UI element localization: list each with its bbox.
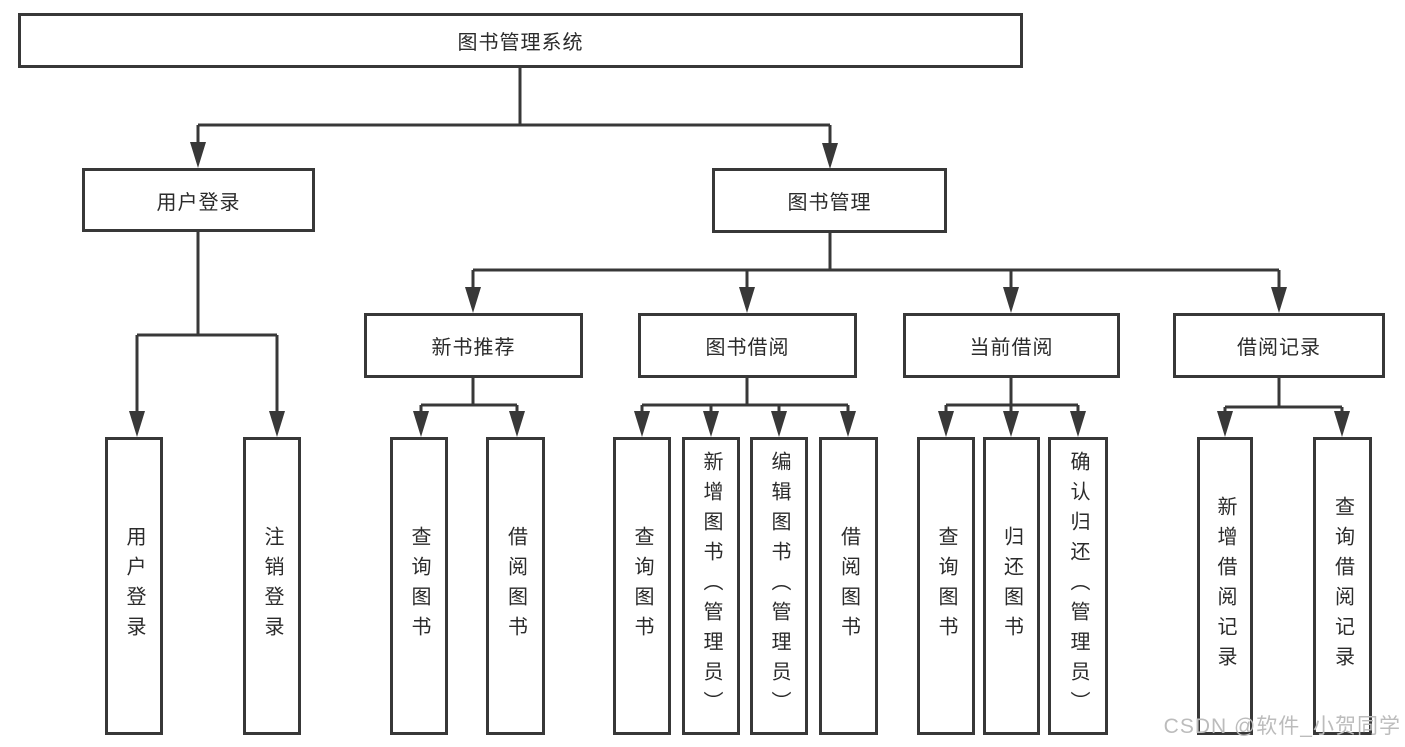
leaf-query-books-borrow: 查询图书 [613, 437, 671, 735]
leaf-label: 查询图书 [935, 526, 957, 646]
leaf-label: 新增图书（管理员） [700, 451, 722, 721]
node-root-system: 图书管理系统 [18, 13, 1023, 68]
node-label: 借阅记录 [1237, 337, 1321, 359]
leaf-label: 查询图书 [631, 526, 653, 646]
node-label: 图书借阅 [705, 337, 790, 359]
leaf-label: 查询借阅记录 [1331, 496, 1354, 676]
node-new-book-recommendation: 新书推荐 [364, 313, 583, 378]
leaf-user-login: 用户登录 [105, 437, 163, 735]
node-current-borrowing: 当前借阅 [903, 313, 1120, 378]
node-user-login: 用户登录 [82, 168, 315, 232]
leaf-query-books-current: 查询图书 [917, 437, 975, 735]
leaf-borrow-books: 借阅图书 [819, 437, 878, 735]
leaf-label: 查询图书 [408, 526, 430, 646]
leaf-return-books: 归还图书 [983, 437, 1040, 735]
leaf-logout: 注销登录 [243, 437, 301, 735]
csdn-watermark: CSDN @软件_小贺同学 [1163, 715, 1401, 738]
node-book-borrowing: 图书借阅 [638, 313, 857, 378]
leaf-borrow-books-recommend: 借阅图书 [486, 437, 545, 735]
node-label: 新书推荐 [431, 337, 516, 359]
leaf-confirm-return-admin: 确认归还（管理员） [1048, 437, 1108, 735]
node-label: 图书管理系统 [457, 32, 584, 54]
leaf-add-borrow-record: 新增借阅记录 [1197, 437, 1253, 735]
leaf-edit-book-admin: 编辑图书（管理员） [750, 437, 808, 735]
leaf-label: 借阅图书 [504, 526, 527, 646]
leaf-add-book-admin: 新增图书（管理员） [682, 437, 740, 735]
leaf-label: 新增借阅记录 [1214, 496, 1236, 676]
leaf-label: 注销登录 [261, 526, 283, 646]
node-label: 图书管理 [787, 192, 872, 214]
leaf-label: 编辑图书（管理员） [768, 451, 790, 721]
node-borrowing-records: 借阅记录 [1173, 313, 1385, 378]
leaf-query-borrow-record: 查询借阅记录 [1313, 437, 1372, 735]
leaf-label: 确认归还（管理员） [1067, 451, 1089, 721]
leaf-label: 借阅图书 [837, 526, 860, 646]
node-label: 当前借阅 [969, 337, 1054, 359]
node-book-management: 图书管理 [712, 168, 947, 233]
leaf-label: 用户登录 [123, 526, 145, 646]
node-label: 用户登录 [156, 191, 241, 214]
leaf-label: 归还图书 [1000, 526, 1023, 646]
leaf-query-books-recommend: 查询图书 [390, 437, 448, 735]
